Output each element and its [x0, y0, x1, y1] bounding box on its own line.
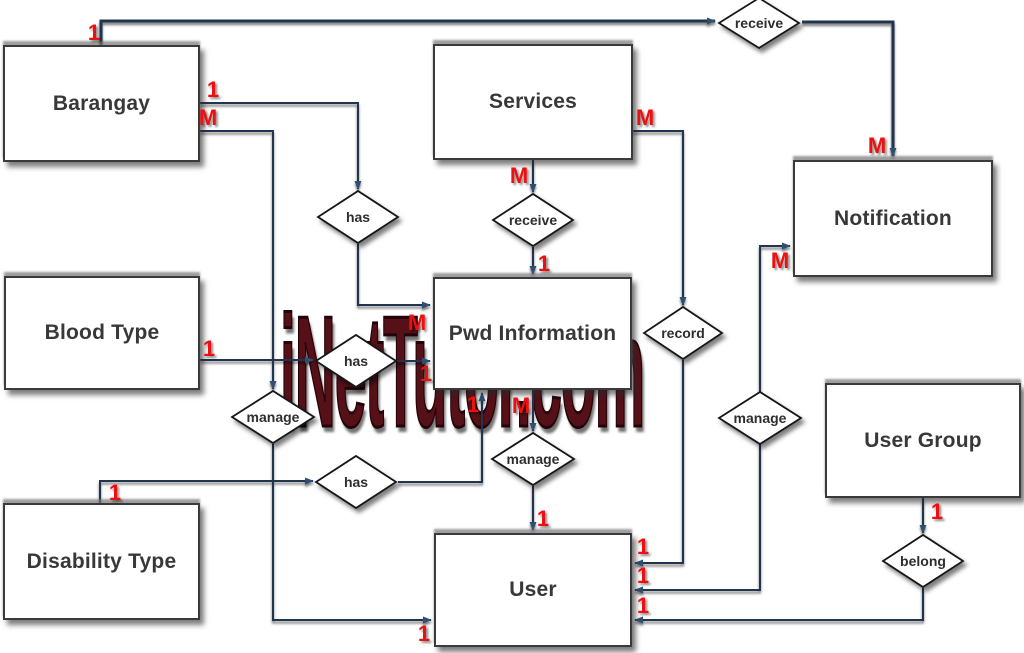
connector-record-to-user [634, 360, 684, 567]
entity-barangay-label: Barangay [52, 91, 151, 115]
cardinality-17-many: M [770, 248, 790, 273]
relationship-record-label: record [661, 325, 705, 341]
relationship-belong-label: belong [900, 553, 946, 569]
relationship-manage-left-diamond [230, 389, 316, 445]
cardinality-8-one: 1 [537, 251, 551, 276]
connector-receive-top-to-notification [802, 20, 897, 157]
cardinality-16-one: 1 [536, 506, 550, 531]
cardinality-9-many: M [635, 105, 655, 130]
relationship-has-middle-diamond [314, 333, 398, 389]
connector-disability-type-to-has-lower [99, 477, 314, 503]
relationship-manage-center-label: manage [506, 451, 560, 467]
relationship-manage-right-label: manage [733, 410, 787, 426]
relationship-has-upper-diamond [316, 189, 400, 245]
relationship-has-lower-label: has [343, 474, 369, 490]
connector-manage-left-to-user [272, 444, 432, 624]
relationship-receive-middle-diamond [491, 192, 575, 248]
cardinality-2-many: M [867, 133, 887, 158]
entity-blood-type-label: Blood Type [44, 321, 160, 344]
relationship-receive-top-diamond [717, 0, 801, 50]
connector-manage-right-to-notification [759, 242, 791, 392]
relationship-belong-diamond [881, 533, 965, 589]
relationship-has-upper-label: has [345, 209, 371, 225]
connector-barangay-to-manage-left [200, 130, 277, 390]
cardinality-11-one: 1 [202, 336, 216, 361]
connector-services-to-record [633, 130, 687, 306]
cardinality-10-one: 1 [636, 534, 650, 559]
relationship-record-diamond [642, 305, 724, 361]
entity-user-group: User Group [825, 383, 1021, 498]
entity-notification: Notification [793, 160, 993, 277]
cardinality-1-one: 1 [87, 20, 101, 45]
cardinality-13-one: 1 [108, 480, 122, 505]
cardinality-7-many: M [509, 163, 529, 188]
entity-user-group-label: User Group [864, 428, 982, 452]
connector-manage-right-to-user [634, 444, 761, 594]
entity-user: User [434, 533, 632, 647]
entity-user-label: User [509, 578, 557, 601]
connector-barangay-to-has-upper [200, 102, 362, 190]
entity-pwd-information: Pwd Information [433, 277, 632, 390]
relationship-manage-center-diamond [490, 431, 576, 487]
cardinality-14-one: 1 [466, 392, 480, 417]
cardinality-19-one: 1 [930, 499, 944, 524]
relationship-manage-left-label: manage [246, 409, 300, 425]
entity-services-label: Services [488, 90, 577, 113]
relationship-receive-top-label: receive [734, 15, 784, 31]
cardinality-3-one: 1 [206, 77, 220, 102]
entity-pwd-information-label: Pwd Information [448, 321, 617, 345]
relationship-has-middle-label: has [343, 353, 369, 369]
entity-barangay: Barangay [3, 45, 200, 162]
cardinality-12-one: 1 [419, 361, 433, 386]
connector-has-lower-to-pwd-information [398, 392, 486, 483]
cardinality-15-many: M [511, 393, 531, 418]
relationship-receive-middle-label: receive [508, 212, 558, 228]
cardinality-18-one: 1 [636, 563, 650, 588]
cardinality-6-one: 1 [417, 621, 431, 646]
cardinality-20-one: 1 [636, 593, 650, 618]
connector-barangay-to-receive-top [99, 17, 716, 46]
cardinality-4-many: M [407, 310, 427, 335]
entity-notification-label: Notification [834, 206, 952, 230]
entity-disability-type-label: Disability Type [26, 549, 177, 573]
relationship-has-lower-diamond [314, 454, 398, 510]
relationship-manage-right-diamond [717, 390, 803, 446]
entity-services: Services [433, 44, 633, 160]
connector-has-upper-to-pwd-information [357, 244, 431, 309]
connector-belong-to-user [634, 588, 924, 624]
entity-disability-type: Disability Type [3, 503, 200, 620]
cardinality-5-many: M [198, 105, 218, 130]
entity-blood-type: Blood Type [4, 276, 200, 390]
